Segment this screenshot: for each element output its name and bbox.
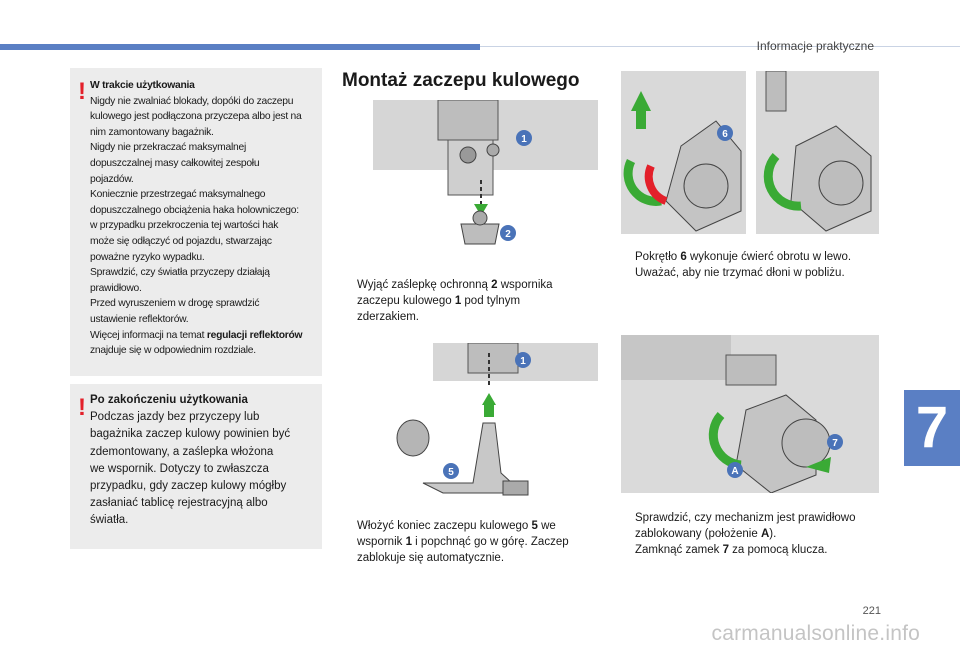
warning-line: może się odłączyć od pojazdu, stwarzając (90, 235, 272, 247)
step-check-lock: Sprawdzić, czy mechanizm jest prawidłowo… (620, 510, 890, 558)
warning-line: światła. (90, 514, 129, 527)
warning-line: poważne ryzyko wypadku. (90, 251, 205, 263)
warning-line: znajduje się w odpowiednim rozdziale. (90, 345, 256, 357)
warning-icon: ! (78, 394, 86, 421)
checkbox-icon (342, 277, 357, 325)
warning-line: Podczas jazdy bez przyczepy lub (90, 411, 260, 424)
step-remove-cap: Wyjąć zaślepkę ochronną 2 wspornika zacz… (342, 277, 602, 325)
warning-line: dopuszczalnego obciążenia haka holownicz… (90, 204, 299, 216)
warning-line: prawidłowo. (90, 282, 142, 294)
checkbox-icon (620, 510, 635, 542)
warning-box-after-use: ! Po zakończeniu użytkowania Podczas jaz… (70, 384, 322, 549)
svg-text:7: 7 (832, 438, 838, 449)
warning-link-text: regulacji reflektorów (206, 329, 303, 341)
svg-text:5: 5 (448, 467, 454, 478)
warning-line: we wspornik. Dotyczy to zwłaszcza (90, 462, 269, 475)
warning-line: dopuszczalnej masy całkowitej zespołu (90, 157, 260, 169)
callout-a (727, 462, 743, 478)
warning-line: zdemontowany, a zaślepka włożona (90, 445, 274, 458)
figure-lock-check: 7 A (621, 335, 879, 493)
figure-remove-cap: 1 2 (343, 100, 598, 258)
warning-text: W trakcie użytkowania Nigdy nie zwalniać… (90, 78, 318, 359)
warning-line: kulowego jest podłączona przyczepa albo … (90, 111, 302, 123)
warning-line: przypadku, gdy zaczep kulowy mógłby (90, 480, 287, 493)
watermark: carmanualsonline.info (711, 622, 920, 645)
svg-text:6: 6 (722, 129, 728, 140)
warning-box-usage: ! W trakcie użytkowania Nigdy nie zwalni… (70, 68, 322, 376)
svg-text:A: A (731, 466, 738, 477)
warning-line: Więcej informacji na temat (90, 329, 207, 341)
chapter-tab: 7 (904, 390, 960, 466)
callout-1 (515, 352, 531, 368)
warning-line: pojazdów. (90, 173, 134, 185)
warning-title: W trakcie użytkowania (90, 80, 195, 91)
warning-line: nim zamontowany bagażnik. (90, 126, 214, 138)
page-number: 221 (862, 605, 881, 617)
callout-1 (516, 130, 532, 146)
svg-text:1: 1 (521, 134, 527, 145)
svg-text:2: 2 (505, 229, 511, 240)
checkbox-icon (342, 518, 357, 566)
step-insert-ball: Włożyć koniec zaczepu kulowego 5 we wspo… (342, 518, 602, 566)
figure-knob-turn: 6 (621, 71, 746, 234)
callout-2 (500, 225, 516, 241)
top-accent-bar (0, 44, 480, 50)
figure-insert-ball: 1 5 (383, 343, 598, 501)
warning-title: Po zakończeniu użytkowania (90, 394, 248, 406)
callout-7 (827, 434, 843, 450)
warning-text: Po zakończeniu użytkowania Podczas jazdy… (90, 392, 318, 530)
warning-line: w przypadku przekroczenia tej wartości h… (90, 220, 279, 232)
step-knob-turn: Pokrętło 6 wykonuje ćwierć obrotu w lewo… (620, 249, 885, 281)
figure-knob-turned (756, 71, 879, 234)
checkbox-icon (620, 249, 635, 281)
warning-line: zasłaniać tablicę rejestracyjną albo (90, 497, 268, 510)
svg-text:1: 1 (520, 356, 526, 367)
warning-line: Nigdy nie zwalniać blokady, dopóki do za… (90, 95, 294, 107)
warning-line: Przed wyruszeniem w drogę sprawdzić (90, 298, 260, 310)
warning-line: bagażnika zaczep kulowy powinien być (90, 428, 291, 441)
callout-5 (443, 463, 459, 479)
warning-icon: ! (78, 78, 86, 105)
section-header: Informacje praktyczne (756, 39, 874, 53)
callout-6 (717, 125, 733, 141)
warning-line: Koniecznie przestrzegać maksymalnego (90, 189, 266, 201)
warning-line: Nigdy nie przekraczać maksymalnej (90, 142, 246, 154)
warning-line: Sprawdzić, czy światła przyczepy działaj… (90, 267, 270, 279)
top-rule (480, 46, 960, 47)
checkbox-icon (620, 542, 635, 558)
warning-line: ustawienie reflektorów. (90, 313, 189, 325)
section-title: Montaż zaczepu kulowego (342, 70, 580, 91)
